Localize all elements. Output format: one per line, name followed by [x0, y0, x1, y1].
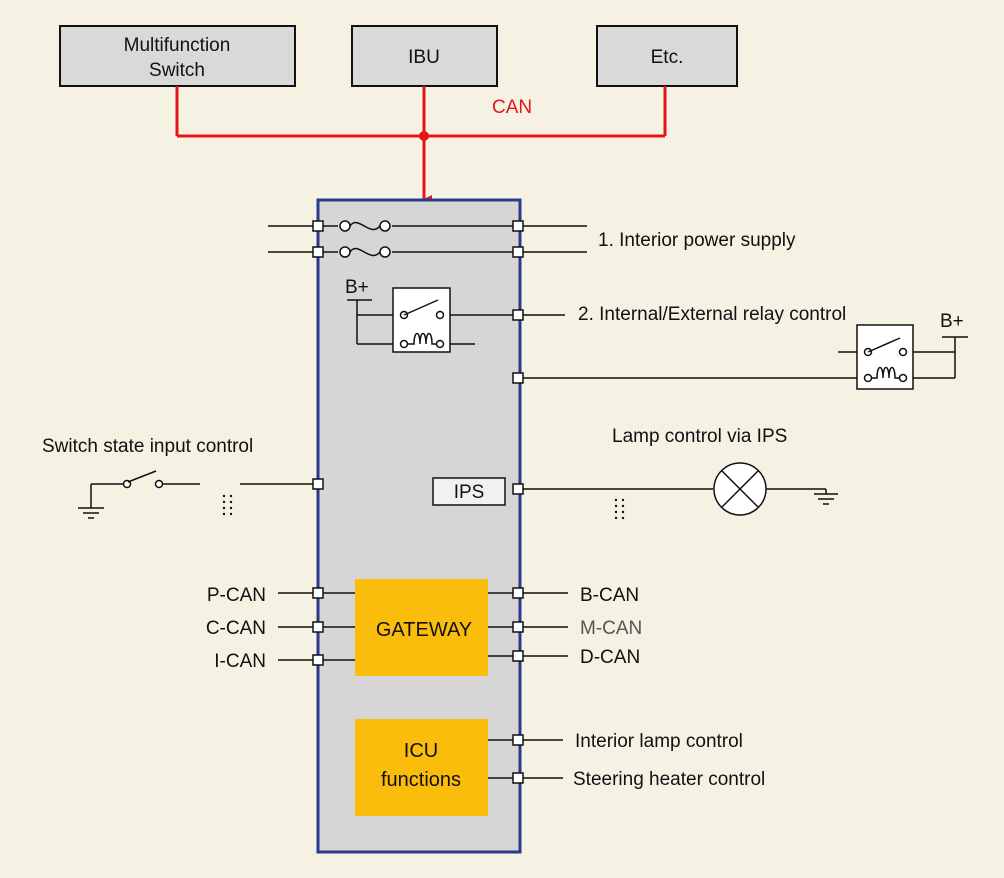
- lamp-icon: [713, 462, 767, 516]
- bus-label-i-can: I-CAN: [214, 651, 266, 672]
- continuation-dots: [222, 494, 233, 516]
- steering-heater-label: Steering heater control: [573, 769, 765, 790]
- switch-icon: [122, 470, 164, 489]
- icu-label-line2: functions: [381, 769, 461, 791]
- bus-label-d-can: D-CAN: [580, 647, 640, 668]
- unit-label-line1: Multifunction: [124, 35, 231, 56]
- lamp-ips-label: Lamp control via IPS: [612, 426, 787, 447]
- fuse-icon: [338, 216, 392, 236]
- bus-label-p-can: P-CAN: [207, 585, 266, 606]
- unit-ibu: IBU: [351, 25, 498, 87]
- ground-icon: [814, 493, 838, 505]
- icu-label-line1: ICU: [404, 740, 438, 762]
- can-bus: [175, 86, 667, 205]
- fuse-icon: [338, 242, 392, 262]
- can-label: CAN: [492, 97, 532, 118]
- icu-output-lines: [488, 739, 563, 779]
- unit-etc: Etc.: [596, 25, 738, 87]
- battery-label: B+: [345, 277, 369, 298]
- power-supply-label: 1. Interior power supply: [598, 230, 796, 251]
- gateway-block: [355, 579, 488, 676]
- unit-label: IBU: [408, 47, 440, 68]
- unit-multifunction-switch: Multifunction Switch: [59, 25, 296, 87]
- gateway-label: GATEWAY: [376, 619, 472, 641]
- external-relay: B+: [520, 311, 968, 390]
- bus-label-m-can: M-CAN: [580, 618, 642, 639]
- connector-pins: [312, 220, 524, 784]
- lamp-circuit: [520, 462, 838, 520]
- bus-label-b-can: B-CAN: [580, 585, 639, 606]
- bus-label-c-can: C-CAN: [206, 618, 266, 639]
- right-bus-lines: [488, 592, 568, 657]
- ground-icon: [78, 507, 104, 519]
- ips-label: IPS: [454, 482, 485, 503]
- unit-label: Etc.: [651, 47, 684, 68]
- internal-relay: B+: [345, 277, 565, 353]
- switch-input-label: Switch state input control: [42, 436, 253, 457]
- continuation-dots: [614, 498, 625, 520]
- relay-control-label: 2. Internal/External relay control: [578, 304, 846, 325]
- relay-icon: [856, 324, 914, 390]
- relay-icon: [392, 287, 451, 353]
- ips-box: IPS: [432, 477, 506, 506]
- unit-label-line2: Switch: [149, 60, 205, 81]
- can-junction: [419, 131, 429, 141]
- icu-functions-block: [355, 719, 488, 816]
- battery-label: B+: [940, 311, 964, 332]
- interior-lamp-label: Interior lamp control: [575, 731, 743, 752]
- switch-input-circuit: [78, 470, 318, 519]
